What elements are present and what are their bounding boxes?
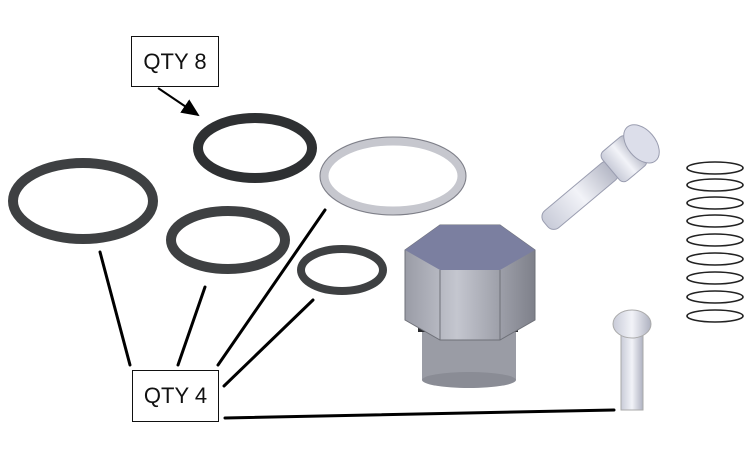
large-o-ring [8,158,158,244]
qty-8-label: QTY 8 [131,36,219,87]
silver-ring [319,136,467,216]
valve-pin [541,124,660,230]
medium-o-ring [166,206,290,274]
qty-4-label: QTY 4 [132,370,219,422]
small-o-ring [297,245,387,295]
qty8-arrow [157,87,200,117]
small-pin [612,309,652,411]
leader-lines [98,208,616,420]
qty8-o-ring [193,113,317,183]
hex-plug [404,224,536,388]
spring [686,161,744,323]
silver-ring-edge [319,136,467,216]
